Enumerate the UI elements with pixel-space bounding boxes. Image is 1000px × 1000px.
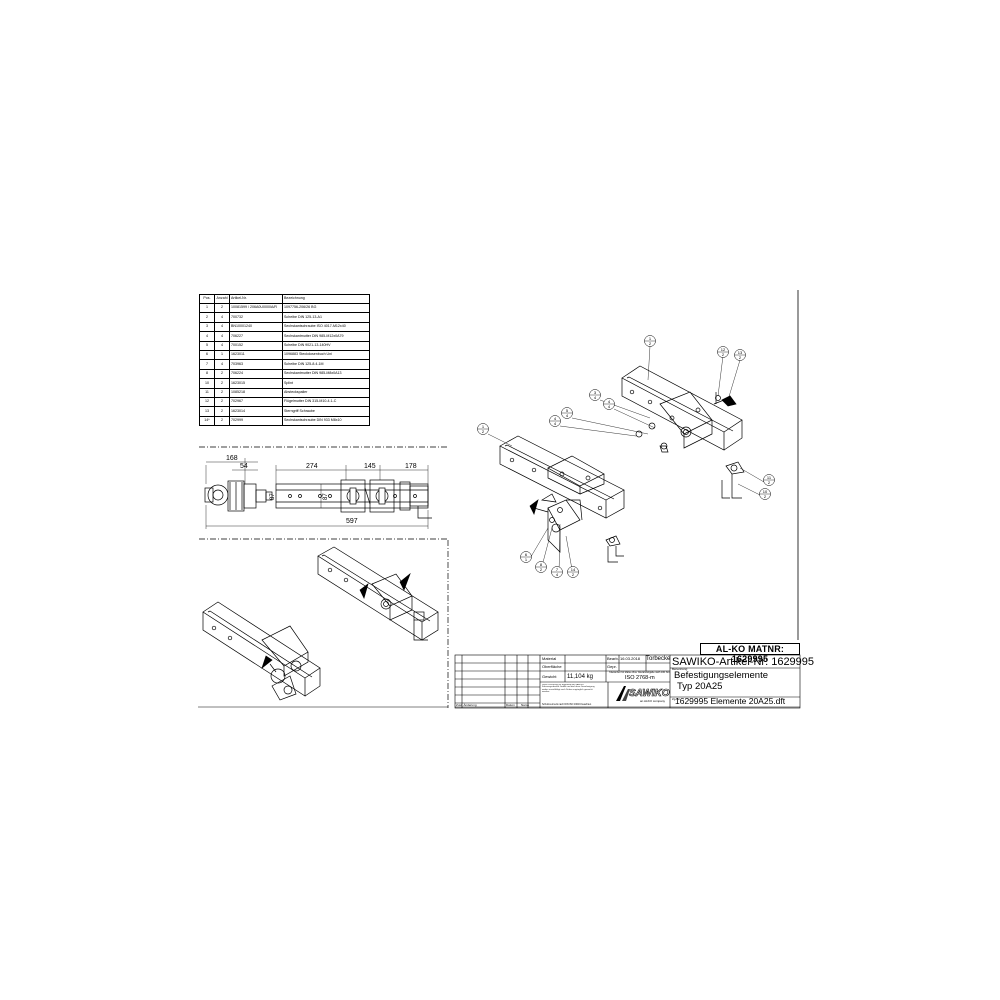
norm-caption: Toleranzen für Maße ohne Toleranzangabe … xyxy=(609,671,670,674)
iso-view-small xyxy=(202,546,439,701)
balloon-quantity: 4 xyxy=(554,421,557,426)
part-description: Sechskantschraube DIN 933 M8x10 xyxy=(282,415,370,427)
balloon-position-number: 3 xyxy=(594,390,597,395)
bearb-label: Bearb. xyxy=(607,656,619,661)
front-view xyxy=(204,458,432,529)
bearb-name: Torbecke xyxy=(646,656,671,662)
balloon-position-number: 13 xyxy=(738,350,743,355)
balloon-quantity: 2 xyxy=(764,494,767,499)
balloon-quantity: 1 xyxy=(525,557,528,562)
balloon-position-number: 5 xyxy=(566,408,569,413)
benennung-label: Benennung xyxy=(672,667,688,671)
balloon-quantity: 2 xyxy=(722,352,725,357)
dim-54: 54 xyxy=(240,463,248,470)
matnr-box: AL-KO MATNR: 1629995 xyxy=(700,643,800,664)
norm-value: ISO 2768-m xyxy=(625,675,655,681)
balloon-position-number: 7 xyxy=(556,567,559,572)
balloon-quantity: 4 xyxy=(594,395,597,400)
title-line-2: Typ 20A25 xyxy=(677,681,723,692)
title-block: Material Oberfläche Gewicht 11,104 kg Be… xyxy=(455,655,814,708)
logo-graphic: SAWIKO an ALKO company xyxy=(616,686,670,703)
dim-87-right: 87 xyxy=(323,493,329,500)
balloon-position-number: 1 xyxy=(482,424,485,429)
balloon-position-number: 14 xyxy=(571,567,576,572)
leader-lines xyxy=(487,345,765,576)
balloon-quantity: 4 xyxy=(556,572,559,577)
dim-178: 178 xyxy=(405,463,417,470)
balloon-quantity: 2 xyxy=(739,355,742,360)
dim-87-left: 87 xyxy=(270,493,276,500)
exploded-view xyxy=(499,365,745,563)
file-name: 1629995 Elemente 20A25.dft xyxy=(675,696,786,706)
copyright-note: Schutzvermerk nach DIN ISO 16016 beachte… xyxy=(542,703,592,706)
datum-label: Datum xyxy=(506,703,515,707)
balloon-quantity: 2 xyxy=(649,341,652,346)
bearb-date: 16.03.2018 xyxy=(620,656,641,661)
balloon-quantity: 4 xyxy=(566,413,569,418)
balloon-position-number: 12 xyxy=(721,347,726,352)
balloon-position-number: 8 xyxy=(540,562,543,567)
balloon-position-number: 4 xyxy=(554,416,557,421)
oberflaeche-label: Oberfläche xyxy=(542,664,562,669)
dimension-labels: 168 54 274 145 178 597 87 87 xyxy=(226,455,417,525)
dim-274: 274 xyxy=(306,463,318,470)
sawiko-logo: SAWIKO an ALKO company xyxy=(614,683,670,705)
logo-subtext: an ALKO company xyxy=(640,699,666,703)
balloon-position-number: 10 xyxy=(763,489,768,494)
gepr-label: Gepr. xyxy=(607,664,617,669)
title-block-grid xyxy=(454,654,801,709)
balloon-quantity: 2 xyxy=(768,480,771,485)
dim-597: 597 xyxy=(346,518,358,525)
title-line-1: Befestigungselemente xyxy=(674,670,769,681)
material-label: Material xyxy=(542,656,557,661)
logo-text: SAWIKO xyxy=(629,688,670,699)
dim-145: 145 xyxy=(364,463,376,470)
gewicht-label: Gewicht xyxy=(542,674,557,679)
ownership-note: Diese Zeichnung ist Eigentum der SAWIKO … xyxy=(542,684,595,694)
balloon-position-number: 1 xyxy=(649,336,652,341)
artikel-number: SAWIKO-Artikel-Nr: 1629995 xyxy=(672,656,815,668)
balloon-quantity: 2 xyxy=(572,572,575,577)
dim-168: 168 xyxy=(226,455,238,462)
balloon-quantity: 4 xyxy=(608,404,611,409)
rev-label: Zust. Änderung xyxy=(456,703,477,707)
balloon-quantity: 2 xyxy=(540,567,543,572)
balloon-position-number: 4 xyxy=(608,399,611,404)
name-label: Name xyxy=(521,703,530,707)
balloon-quantity: 2 xyxy=(482,429,485,434)
file-label: Zg.-Nr. xyxy=(672,697,681,701)
balloon-position-number: 11 xyxy=(767,475,772,480)
balloon-position-number: 6 xyxy=(525,552,528,557)
gewicht-value: 11,104 kg xyxy=(567,674,593,680)
